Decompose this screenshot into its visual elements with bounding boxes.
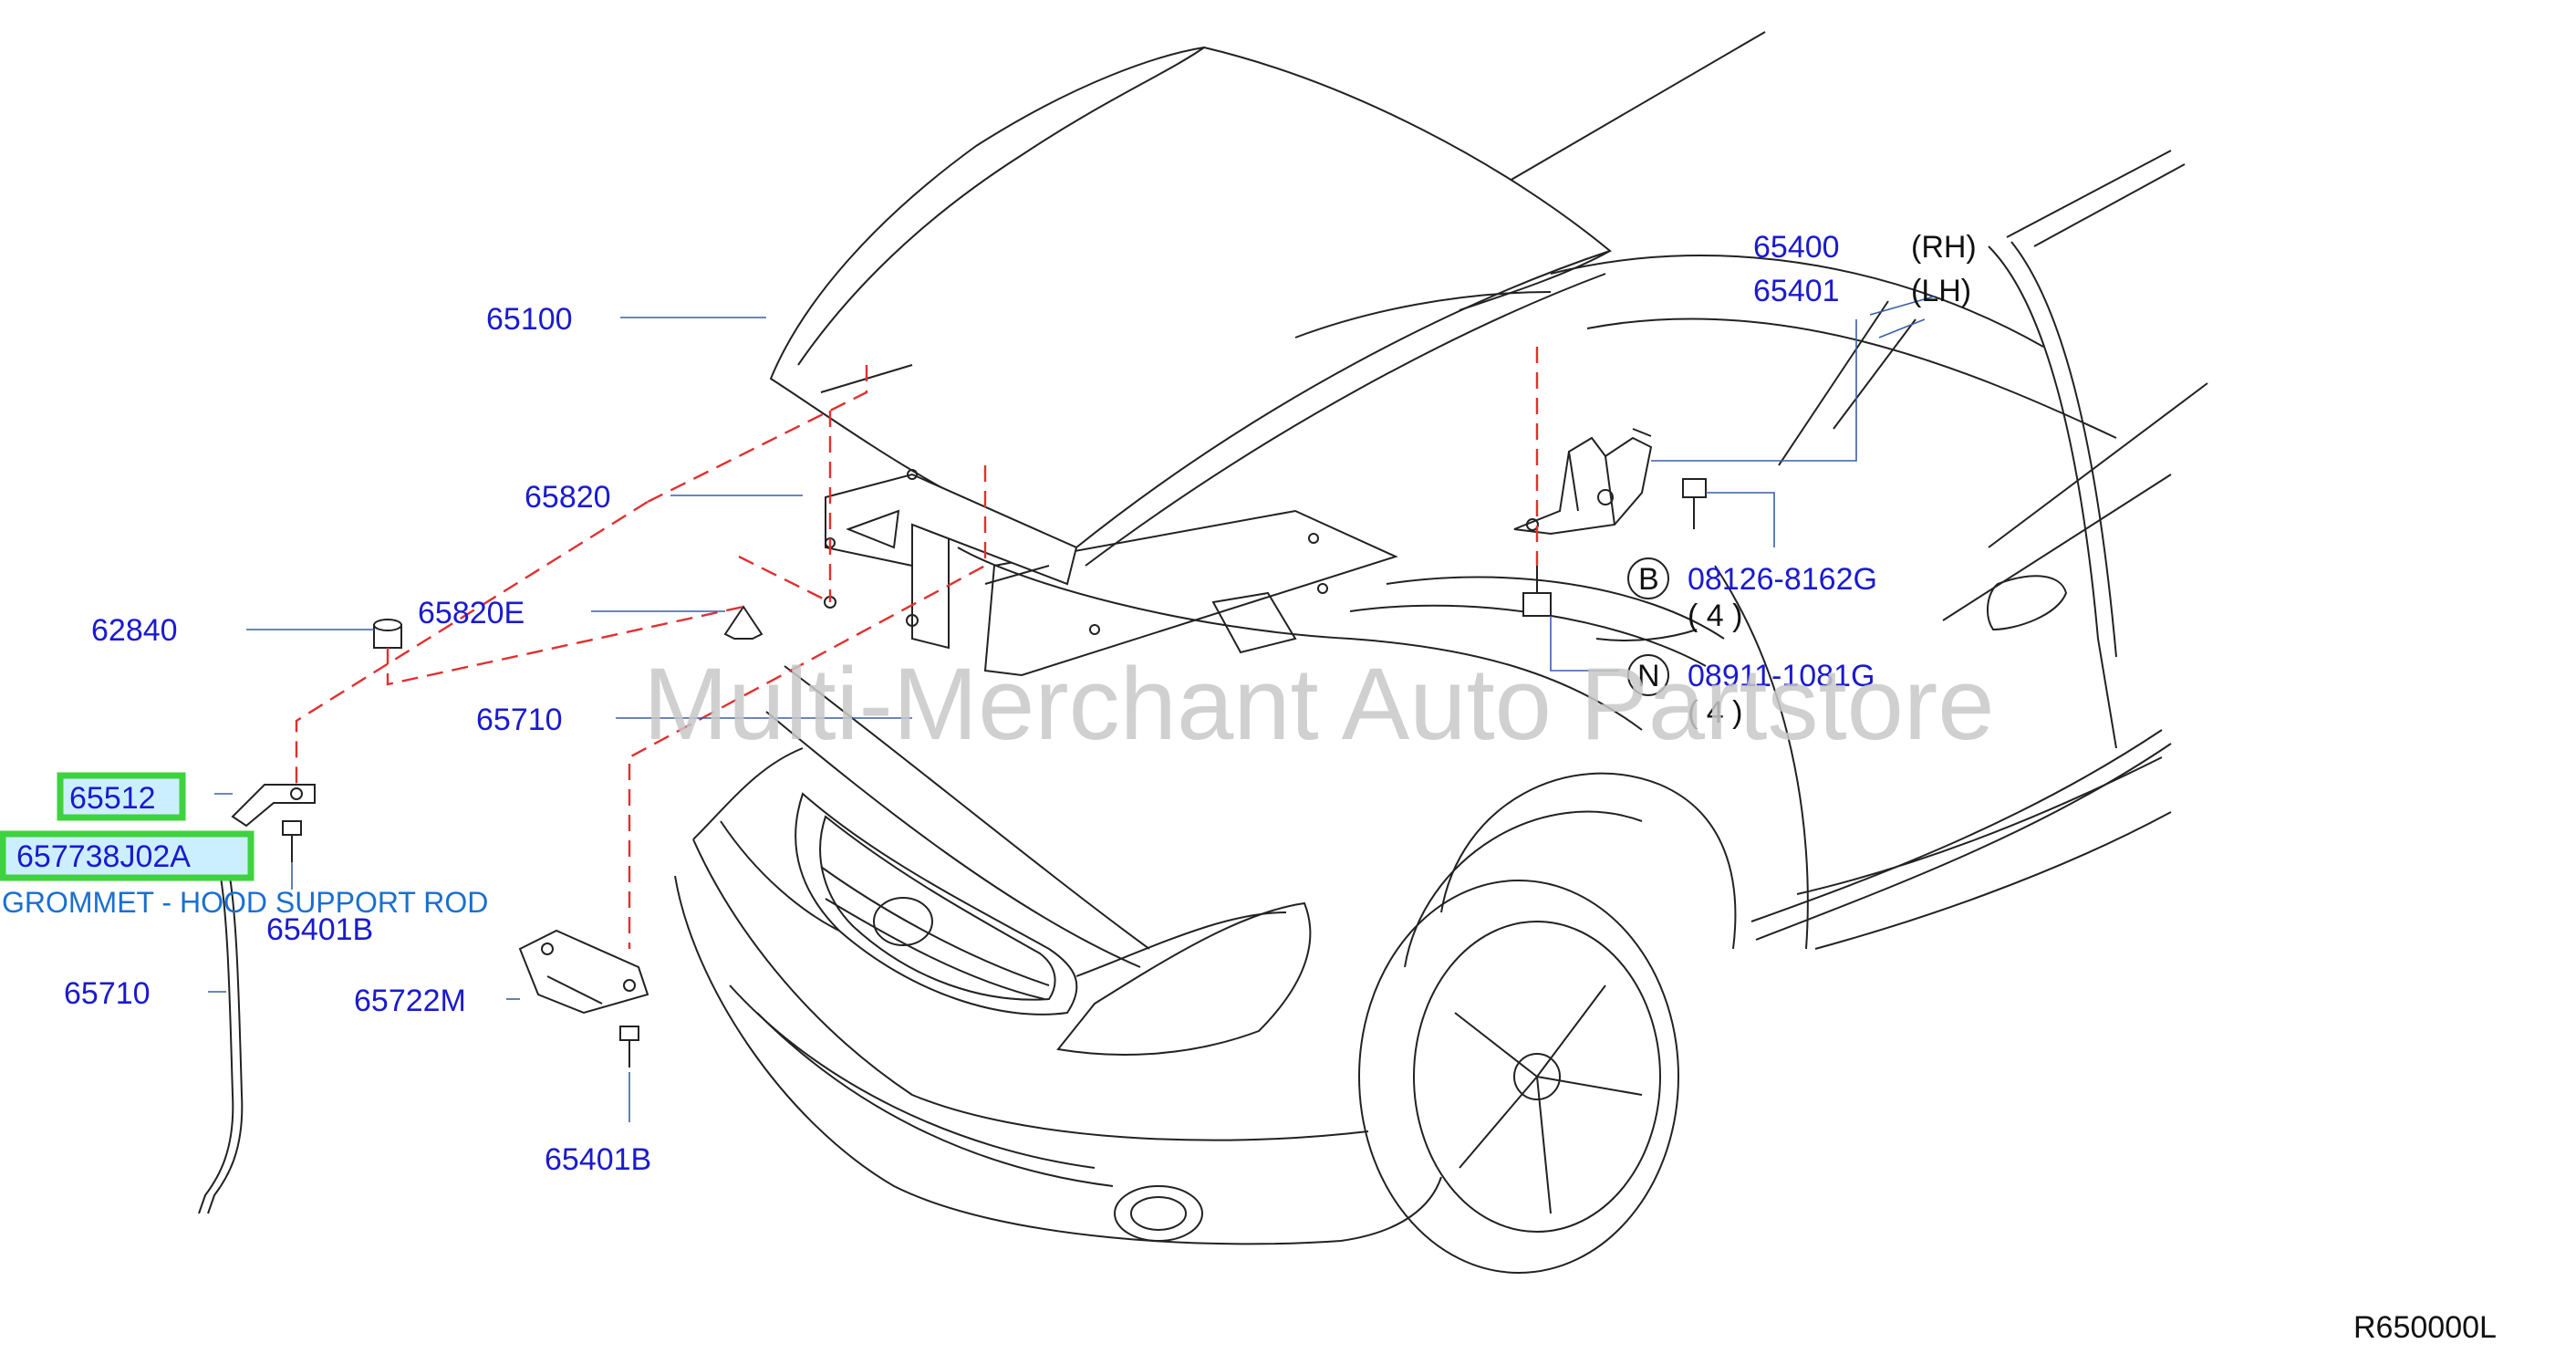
label-65722M[interactable]: 65722M [354, 984, 466, 1018]
label-65820E[interactable]: 65820E [418, 596, 525, 630]
label-65401B-upper[interactable]: 65401B [266, 912, 373, 947]
label-65512[interactable]: 65512 [69, 781, 156, 816]
callout-b-circle [1627, 557, 1669, 599]
part-labels: 65100 65820 65820E 62840 65710 65512 657… [0, 230, 2497, 1345]
label-62840[interactable]: 62840 [91, 613, 178, 648]
label-65400[interactable]: 65400 [1753, 230, 1840, 265]
hood-panel-drawing [769, 46, 1613, 650]
callout-b-letter: B [1638, 562, 1659, 597]
small-parts-drawing [198, 605, 763, 1214]
qty-n: ( 4 ) [1688, 695, 1742, 730]
label-65710-upper[interactable]: 65710 [476, 703, 563, 737]
label-65100[interactable]: 65100 [486, 302, 573, 337]
label-65401[interactable]: 65401 [1753, 274, 1840, 308]
label-side-rh: (RH) [1911, 230, 1977, 265]
label-657738J02A[interactable]: 657738J02A [16, 839, 191, 874]
callout-n-circle [1627, 654, 1669, 696]
qty-b: ( 4 ) [1688, 599, 1742, 633]
label-65710-lower[interactable]: 65710 [64, 976, 151, 1011]
label-08911-1081G[interactable]: 08911-1081G [1688, 659, 1875, 693]
hood-hinge-drawing [1513, 428, 1707, 641]
label-65401B-lower[interactable]: 65401B [545, 1142, 651, 1177]
highlight-657738J02A[interactable]: 657738J02A [0, 830, 254, 881]
callout-n-letter: N [1637, 659, 1660, 693]
watermark: Multi-Merchant Auto Partstore [643, 647, 1994, 761]
leader-lines [208, 296, 1935, 1122]
label-65820[interactable]: 65820 [525, 480, 611, 515]
label-side-lh: (LH) [1911, 274, 1971, 308]
highlight-65512[interactable]: 65512 [57, 772, 186, 821]
label-08126-8162G[interactable]: 08126-8162G [1688, 562, 1877, 597]
car-body-drawing [674, 31, 2208, 1274]
relation-dash-lines [295, 347, 1539, 949]
highlight-description: GROMMET - HOOD SUPPORT ROD [2, 886, 488, 919]
diagram-code: R650000L [2353, 1310, 2497, 1345]
